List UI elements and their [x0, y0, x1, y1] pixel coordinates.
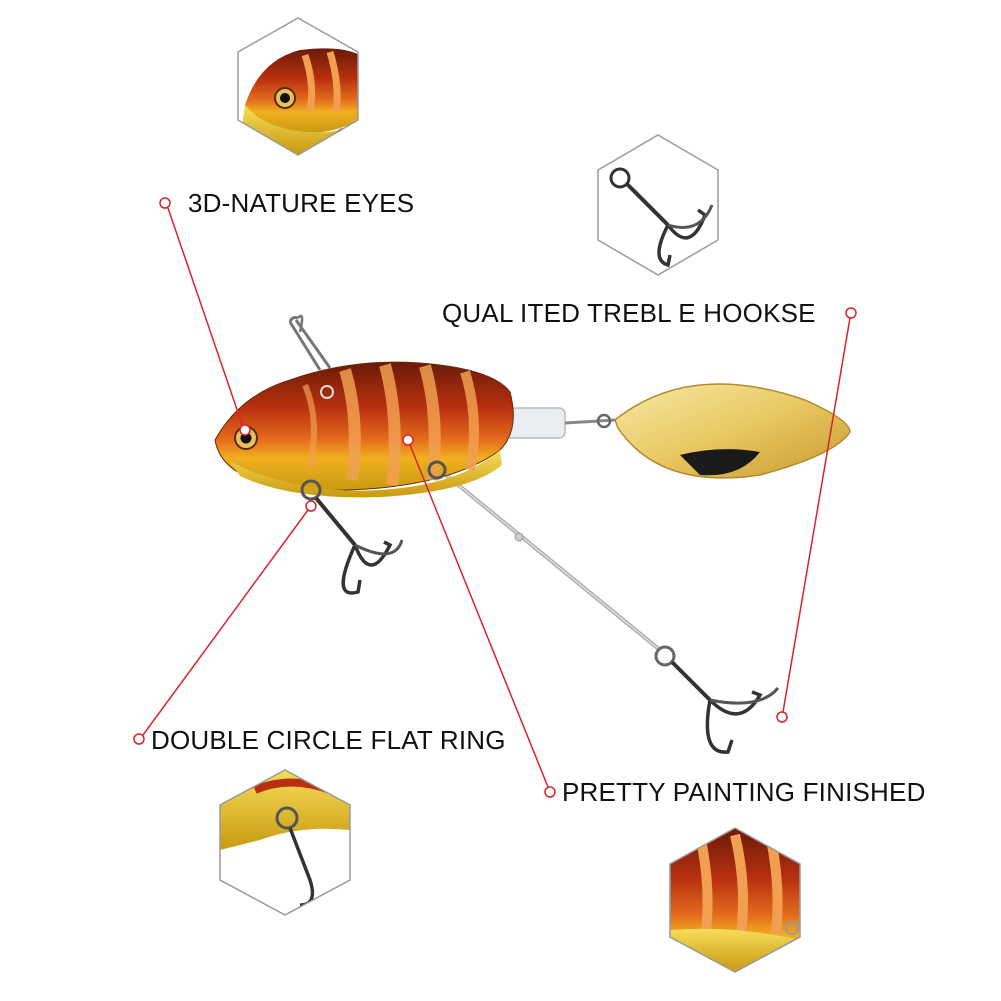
ring-callout-label: DOUBLE CIRCLE FLAT RING [151, 725, 506, 755]
painting-leader [402, 434, 556, 798]
lure [214, 314, 851, 754]
swivel [504, 407, 616, 439]
willow-blade [614, 383, 851, 479]
ring-detail-hexagon [219, 769, 351, 916]
hooks-leader [776, 307, 857, 723]
wire-arm [438, 468, 676, 667]
eyes-callout-label: 3D-NATURE EYES [188, 188, 415, 218]
eyes-leader [159, 197, 251, 436]
leader-lines [133, 197, 857, 798]
front-treble-hook [300, 460, 447, 595]
snap-clip [288, 314, 332, 371]
ring-leader [133, 500, 317, 745]
rear-treble-hook [670, 660, 780, 754]
hooks-callout-label: QUAL ITED TREBL E HOOKSE [442, 298, 816, 328]
eye-detail-hexagon [237, 17, 359, 156]
hook-detail-hexagon [597, 134, 719, 276]
lure-body [214, 361, 514, 498]
painting-callout-label: PRETTY PAINTING FINISHED [562, 777, 926, 807]
painting-detail-hexagon [669, 827, 801, 973]
